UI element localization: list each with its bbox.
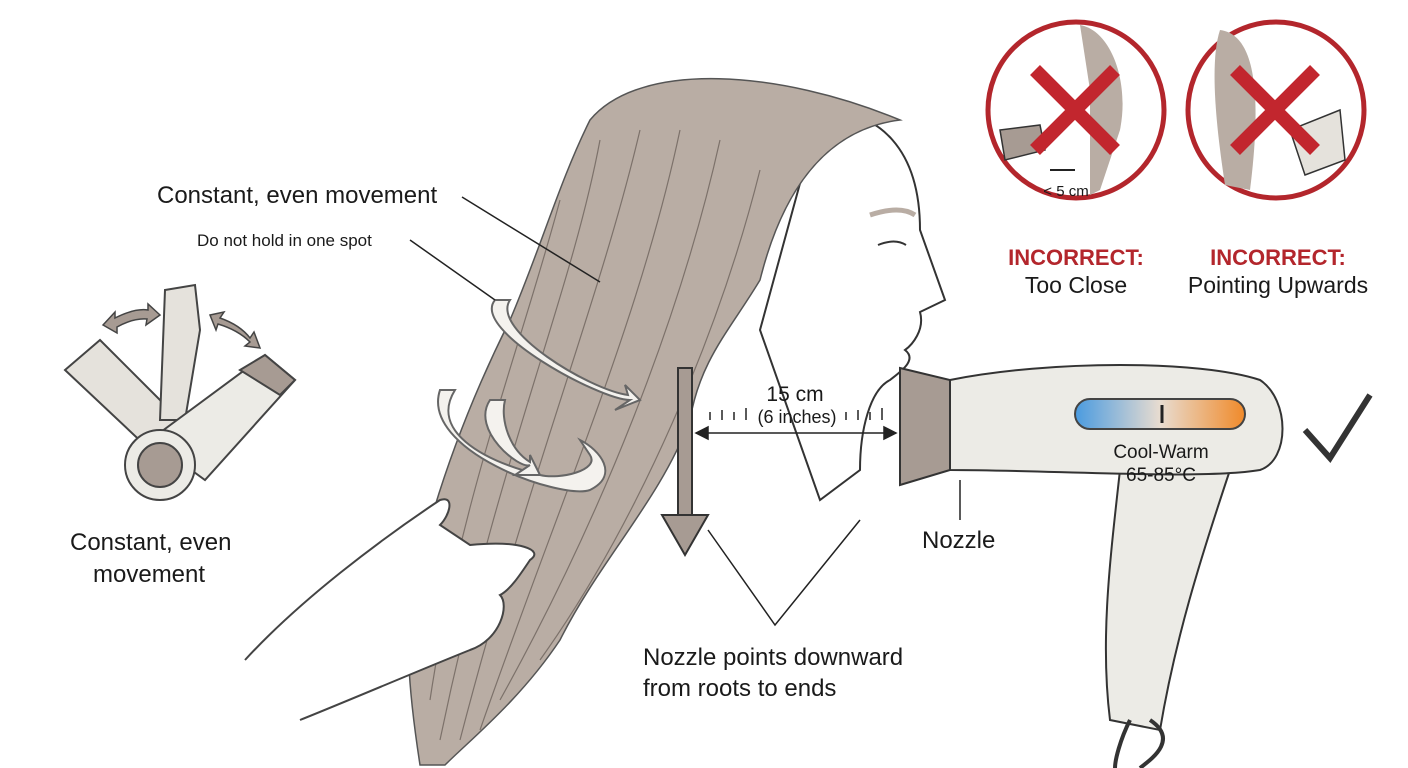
- cross-mark-icon: [1230, 65, 1320, 155]
- temperature-name: Cool-Warm: [1113, 442, 1208, 463]
- check-mark-icon: [1302, 393, 1373, 463]
- hair-dryer: [899, 364, 1284, 768]
- downward-label-2: from roots to ends: [643, 675, 836, 702]
- face-profile: [758, 108, 947, 502]
- temperature-range: 65-85°C: [1126, 465, 1196, 486]
- incorrect-heading: INCORRECT:: [1210, 245, 1346, 270]
- downward-leader-lines: [707, 519, 861, 627]
- rotation-arrows: [437, 299, 642, 493]
- nozzle: [899, 366, 951, 487]
- incorrect-pointing-upwards: [1185, 19, 1367, 201]
- left-movement-label-2: movement: [93, 561, 205, 588]
- incorrect-too-close: [985, 19, 1167, 201]
- nozzle-label: Nozzle: [922, 527, 995, 554]
- movement-leader-line: [461, 196, 601, 283]
- temperature-indicator: [1074, 398, 1246, 430]
- too-close-caption: Too Close: [1025, 272, 1127, 298]
- distance-inch-label: (6 inches): [757, 407, 836, 427]
- dryer-positions: [63, 283, 297, 501]
- spot-leader-line: [409, 239, 496, 301]
- hair: [407, 77, 903, 766]
- eye: [877, 240, 907, 246]
- top-movement-label: Constant, even movement: [157, 182, 437, 209]
- do-not-hold-label: Do not hold in one spot: [197, 231, 372, 250]
- eyebrow: [869, 207, 917, 218]
- left-movement-label-1: Constant, even: [70, 529, 231, 556]
- downward-label-1: Nozzle points downward: [643, 644, 903, 671]
- down-arrow-icon: [660, 367, 710, 558]
- pointing-upwards-caption: Pointing Upwards: [1188, 272, 1368, 298]
- double-arrow-icon: [101, 302, 262, 349]
- distance-cm-label: 15 cm: [766, 383, 823, 406]
- too-close-note: < 5 cm: [1043, 183, 1088, 200]
- hand: [244, 498, 536, 721]
- incorrect-heading: INCORRECT:: [1008, 245, 1144, 270]
- cross-mark-icon: [1030, 65, 1120, 155]
- hair-strands: [429, 129, 761, 741]
- distance-ruler: [694, 408, 898, 441]
